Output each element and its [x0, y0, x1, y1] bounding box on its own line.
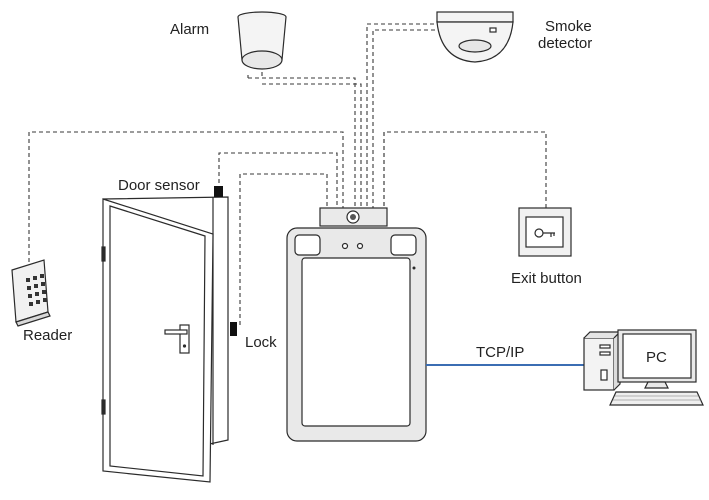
alarm-wire-b — [248, 77, 356, 208]
smoke-detector-label-line2: detector — [538, 35, 592, 52]
alarm-wire-c — [262, 83, 362, 208]
desktop-computer-icon — [583, 329, 704, 406]
door-sensor-label: Door sensor — [118, 177, 200, 194]
door-icon — [101, 196, 229, 483]
door-sensor-wire — [218, 152, 338, 208]
face-recognition-terminal-icon — [286, 207, 427, 442]
smoke-wire-a — [366, 23, 461, 208]
wiring-group — [28, 23, 547, 325]
lock-icon — [230, 322, 237, 336]
door-sensor-icon — [214, 186, 223, 197]
reader-wire — [28, 131, 344, 262]
exit-button-icon — [518, 207, 572, 257]
reader-label: Reader — [23, 327, 72, 344]
smoke-wire-b — [372, 29, 475, 208]
exit-button-wire — [383, 131, 547, 208]
tcpip-label: TCP/IP — [476, 344, 524, 361]
lock-label: Lock — [245, 334, 277, 351]
keypad-reader-icon — [11, 259, 51, 327]
smoke-detector-icon — [436, 11, 514, 63]
lock-wire — [239, 173, 328, 325]
alarm-label: Alarm — [170, 21, 209, 38]
smoke-detector-label-line1: Smoke — [545, 18, 592, 35]
pc-label: PC — [646, 349, 667, 366]
alarm-siren-icon — [237, 11, 287, 70]
exit-button-label: Exit button — [511, 270, 582, 287]
